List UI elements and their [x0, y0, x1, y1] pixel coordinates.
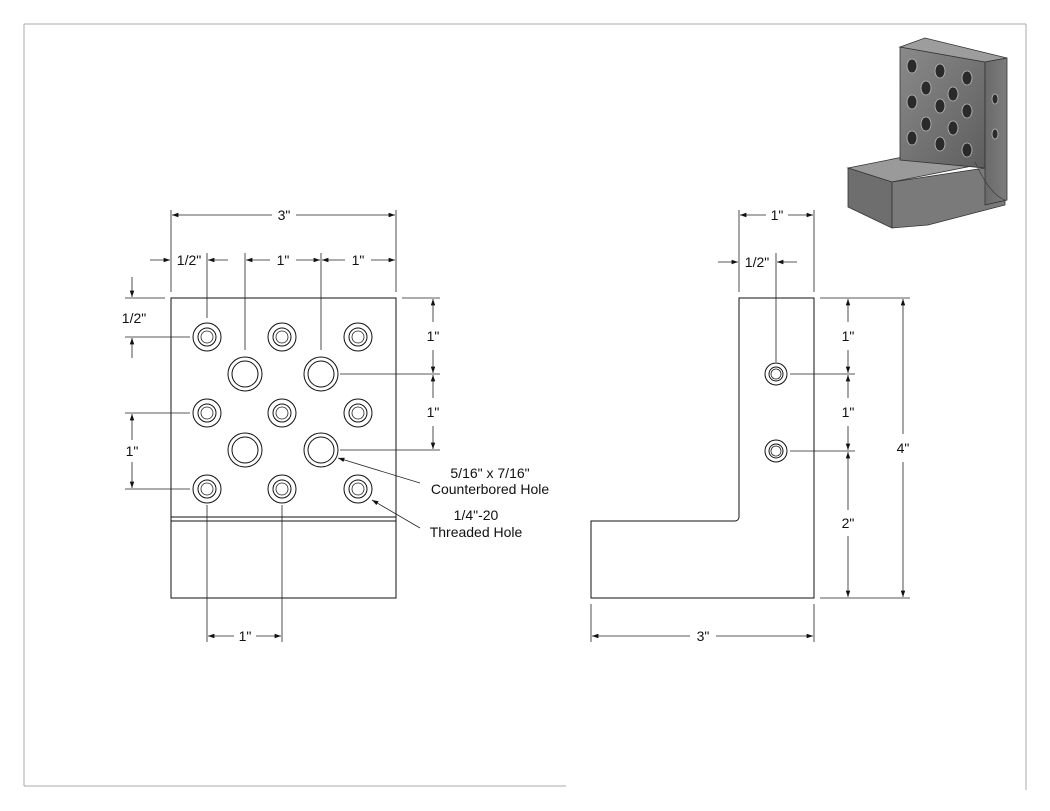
dim-side-top-width: 1" — [740, 207, 813, 223]
callout-text: 5/16" x 7/16" — [450, 465, 529, 481]
counterbored-hole — [303, 356, 339, 392]
callout-text: 1/4"-20 — [454, 507, 499, 523]
counterbored-hole — [227, 432, 263, 468]
dim-label: 1" — [126, 443, 139, 459]
dim-label: 1" — [771, 207, 784, 223]
side-view: 1" 1/2" 1" 1" 2" — [590, 207, 910, 644]
iso-holes — [906, 58, 999, 158]
dim-right-spacing-a: 1" — [427, 299, 440, 373]
dim-label: 1" — [427, 328, 440, 344]
front-outline — [170, 297, 397, 599]
threaded-hole — [343, 322, 373, 352]
threaded-hole — [192, 322, 222, 352]
threaded-hole — [267, 474, 297, 504]
side-hole — [764, 439, 788, 463]
counterbored-holes — [227, 356, 339, 468]
threaded-hole — [343, 474, 373, 504]
threaded-hole — [267, 322, 297, 352]
dim-label: 3" — [697, 628, 710, 644]
dim-label: 1" — [277, 252, 290, 268]
sheet-border — [23, 23, 1027, 790]
isometric-view — [846, 37, 1008, 229]
dim-right-spacing-b: 1" — [427, 375, 440, 449]
threaded-hole — [192, 474, 222, 504]
threaded-hole — [267, 398, 297, 428]
callout-text: Counterbored Hole — [431, 481, 550, 497]
threaded-hole — [343, 398, 373, 428]
dim-label: 2" — [842, 515, 855, 531]
dim-hole-spacing-y: 1" — [126, 414, 139, 488]
dim-label: 1" — [842, 328, 855, 344]
dim-label: 4" — [897, 440, 910, 456]
dim-label: 1" — [352, 252, 365, 268]
threaded-callout: 1/4"-20 Threaded Hole — [371, 499, 523, 540]
side-outline — [590, 297, 815, 599]
dim-side-overall-length: 3" — [592, 628, 813, 644]
dim-side-spacing-a: 1" — [842, 299, 855, 373]
dim-overall-width: 3" — [170, 207, 397, 292]
side-hole — [764, 362, 788, 386]
dim-label: 1" — [842, 404, 855, 420]
callout-text: Threaded Hole — [430, 524, 523, 540]
counterbored-hole — [303, 432, 339, 468]
threaded-hole — [192, 398, 222, 428]
dim-bottom-spacing: 1" — [208, 628, 281, 644]
dim-side-spacing-b: 1" — [842, 375, 855, 450]
dim-label: 1/2" — [745, 254, 769, 270]
dim-label: 1/2" — [177, 252, 201, 268]
dim-side-overall-height: 4" — [897, 299, 910, 597]
dim-side-hole-offset: 1/2" — [718, 254, 797, 270]
dim-label: 1" — [239, 628, 252, 644]
threaded-holes — [192, 322, 373, 504]
dim-label: 1" — [427, 404, 440, 420]
dim-label: 3" — [278, 207, 291, 223]
dim-side-base-height: 2" — [842, 452, 855, 597]
counterbore-callout: 5/16" x 7/16" Counterbored Hole — [337, 457, 550, 497]
dim-hole-edge-offset-y: 1/2" — [122, 277, 146, 358]
dim-hole-spacing-a: 1" — [246, 252, 320, 268]
counterbored-hole — [227, 356, 263, 392]
front-view: 3" 1/2" 1" 1" 1/2" — [122, 207, 550, 644]
dim-label: 1/2" — [122, 310, 146, 326]
dim-hole-edge-offset-x: 1/2" — [150, 252, 228, 268]
dim-hole-spacing-b: 1" — [322, 252, 395, 268]
